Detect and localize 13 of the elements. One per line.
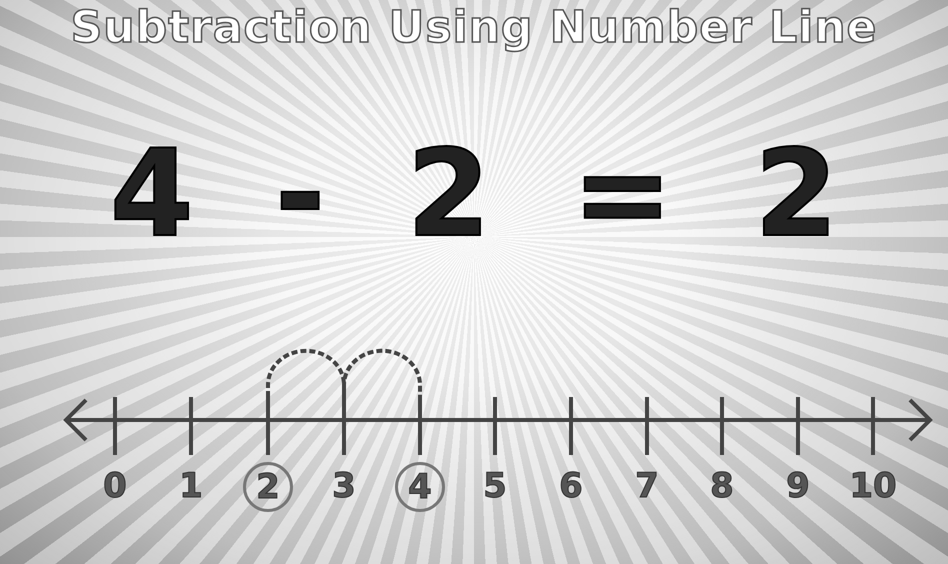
tick-number: 8 <box>709 466 735 506</box>
tick-number: 3 <box>331 466 357 506</box>
circled-number: 2 <box>243 462 293 512</box>
circled-number: 4 <box>395 462 445 512</box>
tick-number: 9 <box>785 466 811 506</box>
tick-number: 0 <box>102 466 128 506</box>
tick-number: 1 <box>178 466 204 506</box>
title: Subtraction Using Number Line <box>70 2 878 53</box>
tick-number: 6 <box>558 466 584 506</box>
tick-number: 10 <box>848 466 898 506</box>
tick-number: 7 <box>634 466 660 506</box>
equation: 4 - 2 = 2 <box>109 125 839 264</box>
tick-number: 5 <box>482 466 508 506</box>
